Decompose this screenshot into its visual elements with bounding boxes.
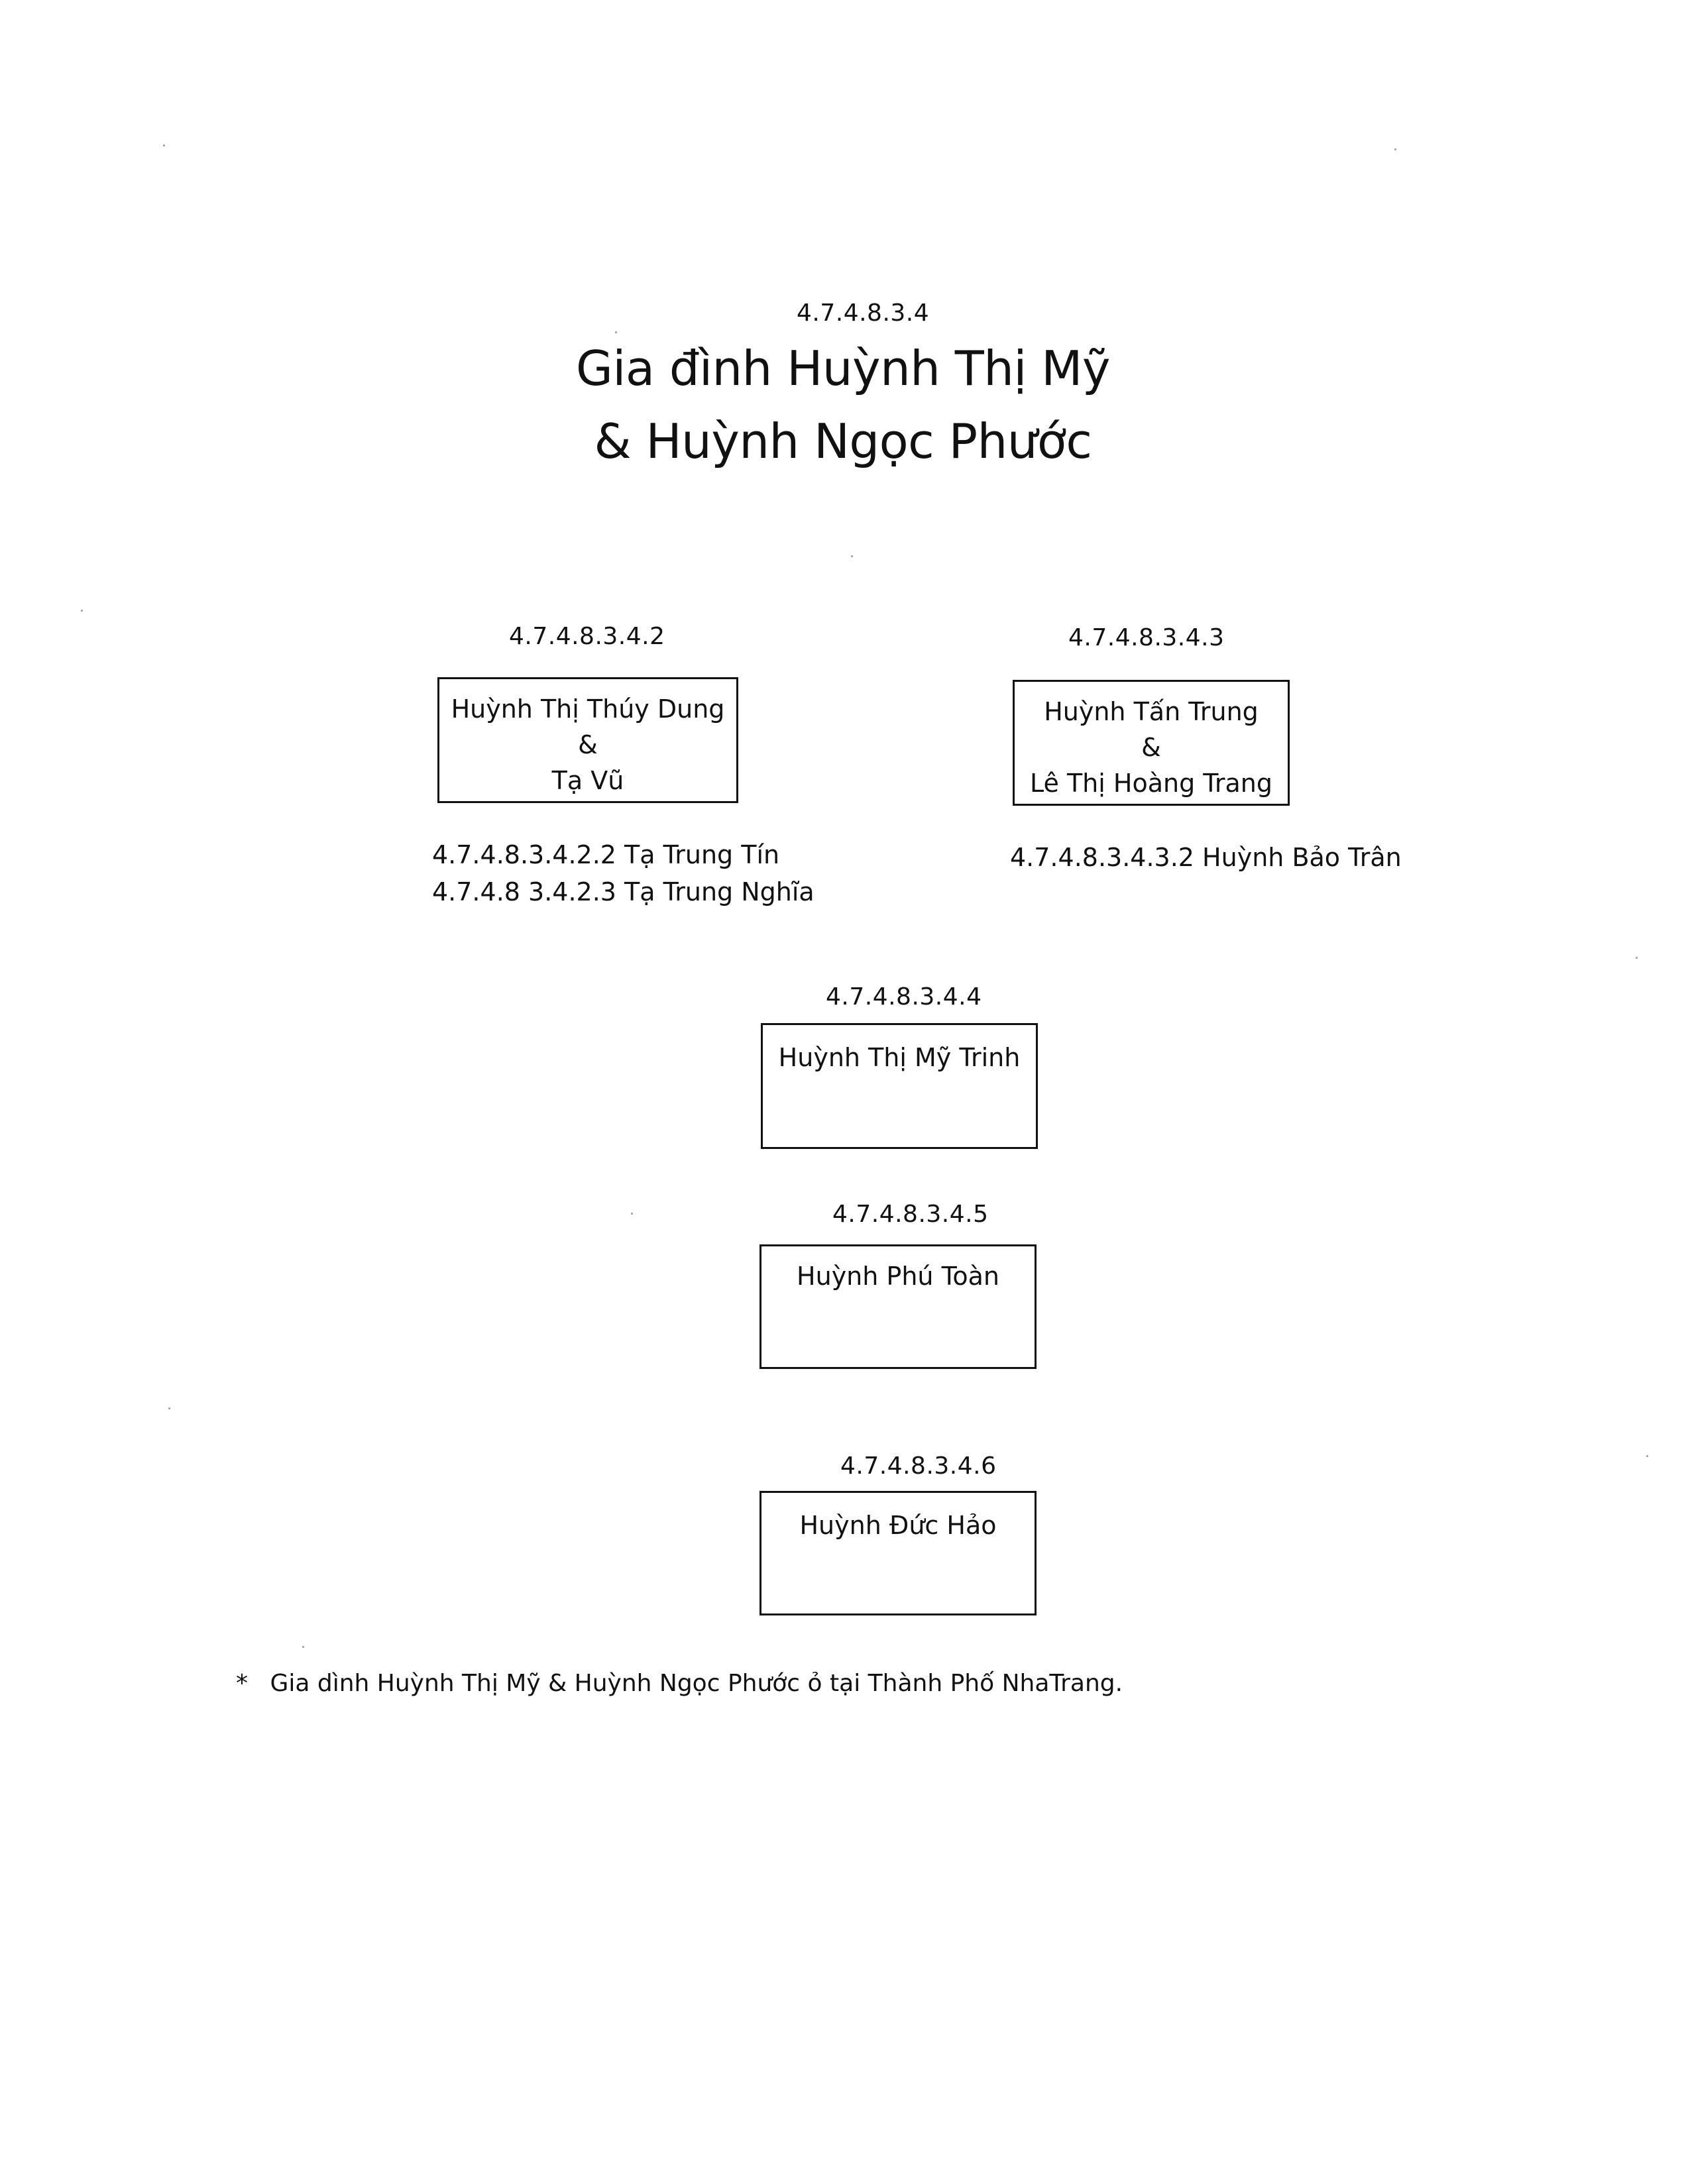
footnote: * Gia dình Huỳnh Thị Mỹ & Huỳnh Ngọc Phư… bbox=[236, 1670, 1123, 1697]
footnote-text: Gia dình Huỳnh Thị Mỹ & Huỳnh Ngọc Phước… bbox=[270, 1670, 1123, 1697]
child-entry: 4.7.4.8 3.4.2.3 Tạ Trung Nghĩa bbox=[432, 877, 815, 906]
member-code: 4.7.4.8.3.4.6 bbox=[840, 1452, 997, 1480]
scan-speck bbox=[615, 331, 617, 333]
family-code: 4.7.4.8.3.4 bbox=[797, 300, 930, 327]
page-title-line-1: Gia đình Huỳnh Thị Mỹ bbox=[576, 341, 1110, 396]
member-name: Huỳnh Tấn Trung bbox=[1044, 697, 1259, 726]
spouse-name: Lê Thị Hoàng Trang bbox=[1029, 769, 1273, 798]
member-code: 4.7.4.8.3.4.3 bbox=[1068, 624, 1225, 651]
member-code: 4.7.4.8.3.4.2 bbox=[509, 623, 665, 650]
scan-speck bbox=[81, 610, 83, 612]
member-box: Huỳnh Thị Mỹ Trinh bbox=[761, 1023, 1038, 1149]
member-name: Huỳnh Đức Hảo bbox=[799, 1511, 997, 1540]
ampersand: & bbox=[578, 730, 598, 759]
footnote-marker: * bbox=[236, 1670, 248, 1697]
member-box: Huỳnh Thị Thúy Dung & Tạ Vũ bbox=[437, 677, 738, 803]
scan-speck bbox=[163, 144, 165, 146]
scan-speck bbox=[1646, 1455, 1648, 1457]
member-name: Huỳnh Phú Toàn bbox=[797, 1262, 999, 1291]
member-box: Huỳnh Tấn Trung & Lê Thị Hoàng Trang bbox=[1013, 680, 1290, 806]
page-title-line-2: & Huỳnh Ngọc Phước bbox=[594, 413, 1092, 469]
child-entry: 4.7.4.8.3.4.2.2 Tạ Trung Tín bbox=[432, 840, 780, 869]
member-code: 4.7.4.8.3.4.5 bbox=[832, 1201, 989, 1228]
member-code: 4.7.4.8.3.4.4 bbox=[826, 983, 982, 1010]
scan-speck bbox=[631, 1213, 633, 1215]
scan-speck bbox=[851, 555, 853, 557]
scan-speck bbox=[1394, 148, 1396, 150]
child-entry: 4.7.4.8.3.4.3.2 Huỳnh Bảo Trân bbox=[1010, 843, 1402, 872]
member-box: Huỳnh Phú Toàn bbox=[759, 1244, 1037, 1369]
scan-speck bbox=[168, 1407, 170, 1409]
member-name: Huỳnh Thị Mỹ Trinh bbox=[778, 1043, 1021, 1072]
member-name: Huỳnh Thị Thúy Dung bbox=[451, 694, 725, 724]
ampersand: & bbox=[1141, 733, 1161, 762]
member-box: Huỳnh Đức Hảo bbox=[759, 1491, 1037, 1615]
spouse-name: Tạ Vũ bbox=[551, 766, 624, 795]
scan-speck bbox=[1636, 957, 1638, 959]
scan-speck bbox=[302, 1646, 304, 1648]
